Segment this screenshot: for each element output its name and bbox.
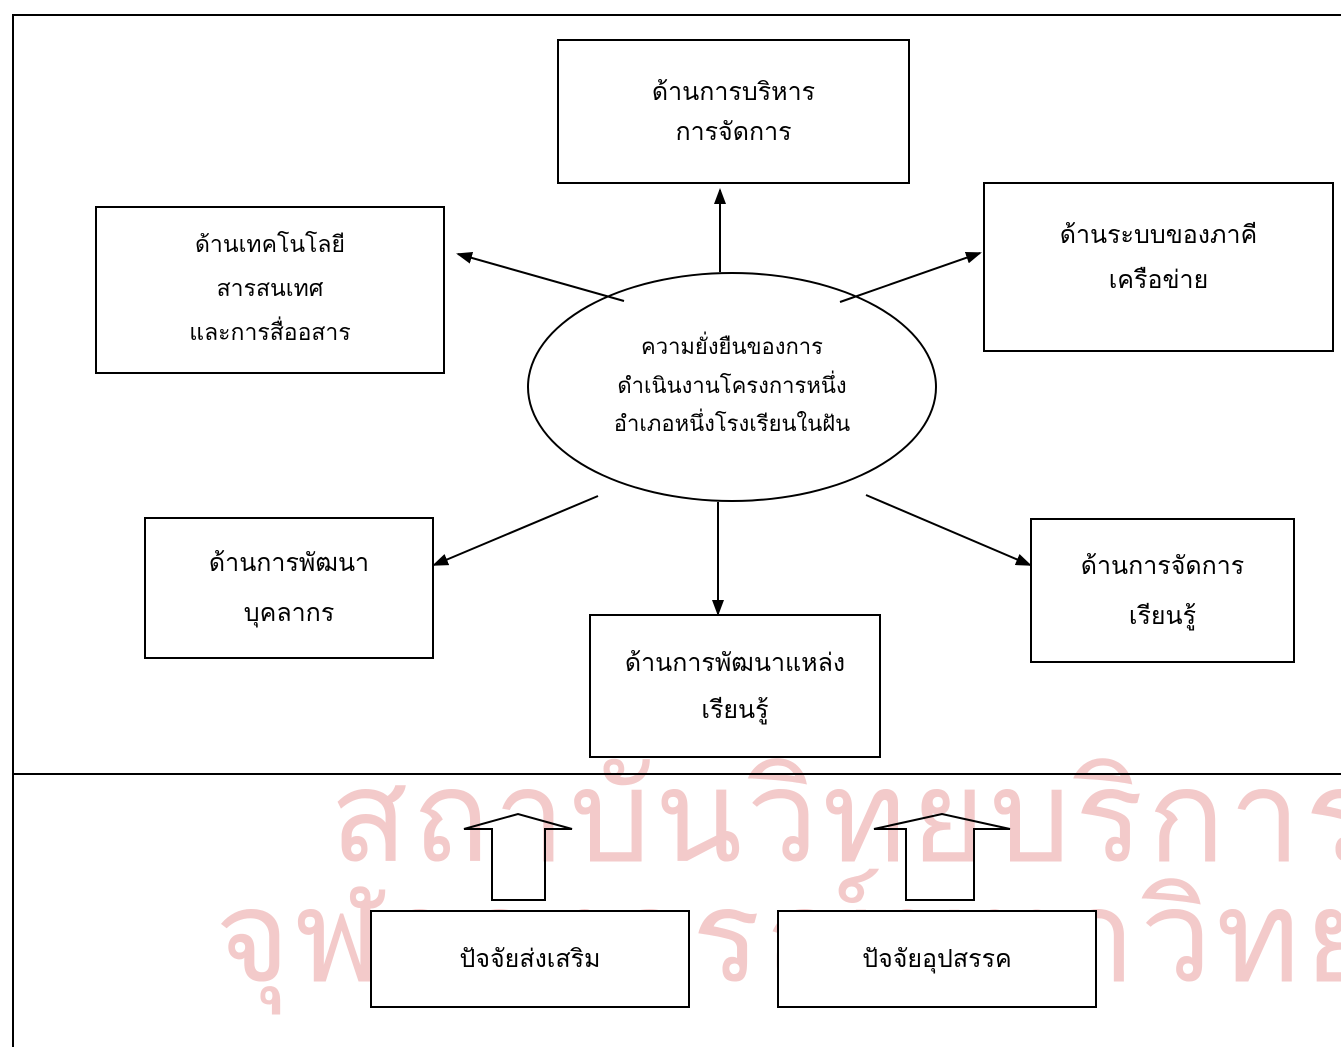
box-personnel: ด้านการพัฒนา บุคลากร: [144, 517, 434, 659]
box-management: ด้านการบริหาร การจัดการ: [557, 39, 910, 184]
supporting-factors-label: ปัจจัยส่งเสริม: [459, 944, 601, 973]
box-learning-management-line-2: เรียนรู้: [1128, 600, 1197, 630]
box-learning-sources-line-1: ด้านการพัฒนาแหล่ง: [624, 647, 846, 677]
box-management-line-1: ด้านการบริหาร: [651, 76, 816, 106]
block-arrow-supporting: [463, 812, 573, 901]
block-arrow-obstacles: [873, 812, 1011, 901]
center-line-3: อำเภอหนึ่งโรงเรียนในฝัน: [613, 412, 851, 438]
frame-left-border: [12, 14, 14, 1047]
box-network: ด้านระบบของภาคี เครือข่าย: [983, 182, 1334, 352]
arrow-to-learning-management: [865, 494, 1032, 566]
arrow-to-network: [839, 251, 982, 303]
center-line-2: ดำเนินงานโครงการหนึ่ง: [617, 373, 847, 399]
box-learning-sources: ด้านการพัฒนาแหล่ง เรียนรู้: [589, 614, 881, 758]
box-ict-line-1: ด้านเทคโนโลยี: [195, 232, 345, 259]
box-network-line-1: ด้านระบบของภาคี: [1059, 220, 1258, 249]
box-learning-management-line-1: ด้านการจัดการ: [1080, 550, 1245, 580]
box-supporting-factors: ปัจจัยส่งเสริม: [370, 910, 690, 1008]
box-personnel-line-1: ด้านการพัฒนา: [208, 548, 370, 577]
box-learning-management: ด้านการจัดการ เรียนรู้: [1030, 518, 1295, 663]
box-learning-sources-line-2: เรียนรู้: [701, 695, 769, 724]
frame-top-border: [12, 14, 1341, 16]
arrow-to-personnel: [432, 495, 599, 566]
box-ict-line-3: และการสื่ออสาร: [189, 319, 351, 346]
center-ellipse: ความยั่งยืนของการ ดำเนินงานโครงการหนึ่ง …: [527, 272, 937, 502]
box-network-line-2: เครือข่าย: [1108, 265, 1209, 294]
box-obstacle-factors: ปัจจัยอุปสรรค: [777, 910, 1097, 1008]
box-management-line-2: การจัดการ: [675, 116, 792, 146]
box-ict: ด้านเทคโนโลยี สารสนเทศ และการสื่ออสาร: [95, 206, 445, 374]
obstacle-factors-label: ปัจจัยอุปสรรค: [862, 944, 1012, 973]
arrow-to-ict: [456, 252, 625, 302]
center-line-1: ความยั่งยืนของการ: [641, 335, 823, 361]
box-personnel-line-2: บุคลากร: [243, 598, 335, 627]
box-ict-line-2: สารสนเทศ: [216, 276, 324, 303]
frame-divider: [12, 773, 1341, 775]
